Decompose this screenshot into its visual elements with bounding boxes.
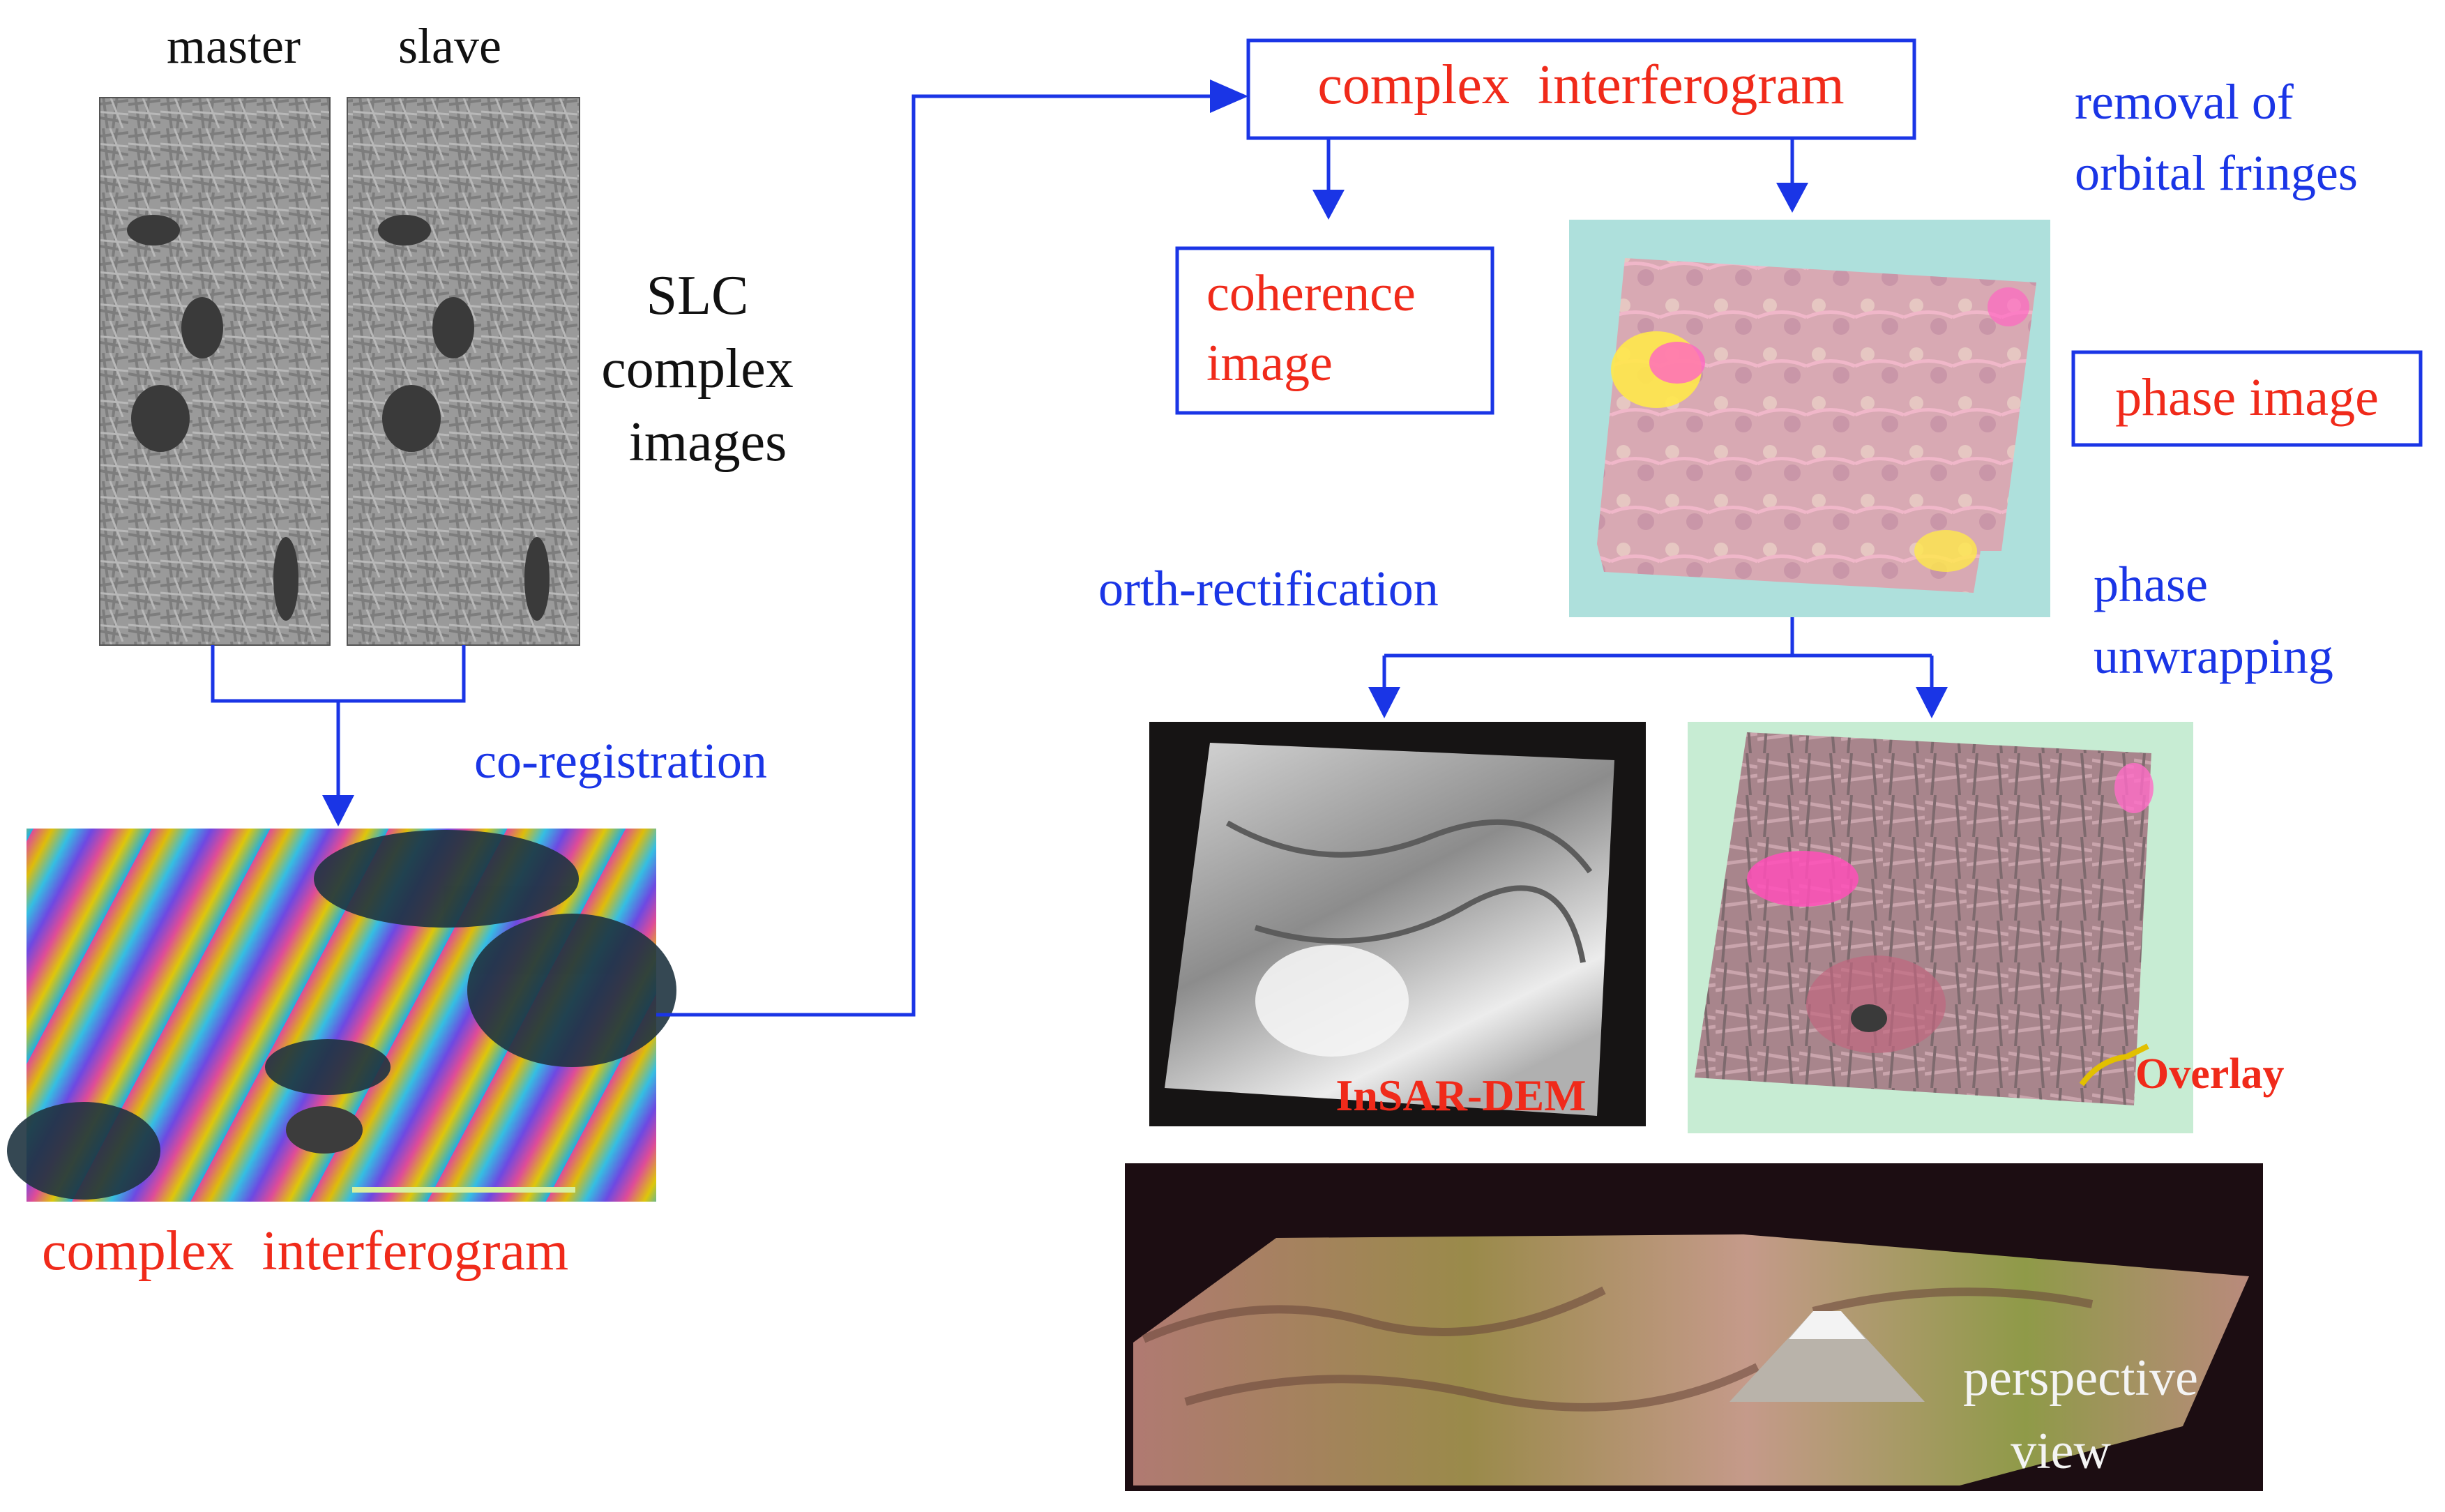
phase-image-label: phase image: [2115, 368, 2379, 427]
interferogram-box: [1246, 38, 1916, 140]
phase-image-fringe-highlights: [1611, 287, 2029, 572]
perspective-view-terrain: [1133, 1234, 2249, 1485]
perspective-label-line2: view: [2011, 1423, 2111, 1480]
interferogram-bottom-label: complex interferogram: [42, 1220, 568, 1282]
perspective-label-line1: perspective: [1963, 1350, 2198, 1407]
coregistration-label: co-registration: [474, 733, 767, 789]
coherence-box: [1175, 246, 1494, 415]
removal-label-line2: orbital fringes: [2075, 145, 2358, 201]
sar-dark-features: [127, 215, 550, 621]
insar-dem-bright-area: [1255, 945, 1409, 1057]
insar-dem-label: InSAR-DEM: [1335, 1071, 1586, 1120]
arrowhead-to-overlay: [1916, 687, 1948, 718]
phase-image-picture: [1597, 258, 2036, 593]
slc-label-line3: images: [629, 411, 787, 473]
flow-arrowhead-to-interferogram-box: [1210, 80, 1248, 113]
flow-line-to-interferogram-box: [656, 94, 1210, 1017]
perspective-view-volcano: [1729, 1311, 1925, 1402]
removal-label-line1: removal of: [2075, 74, 2294, 130]
overlay-image: [1695, 732, 2151, 1105]
arrowhead-to-coherence: [1312, 190, 1345, 220]
interferogram-box-label: complex interferogram: [1317, 54, 1844, 116]
arrowhead-to-phase: [1776, 183, 1808, 213]
phase-unwrapping-label-line1: phase: [2094, 557, 2208, 612]
perspective-view-snowcap: [1789, 1311, 1865, 1339]
orth-rectification-label: orth-rectification: [1098, 561, 1439, 617]
interferogram-volcano: [286, 1106, 363, 1154]
perspective-view-ridges: [1142, 1286, 2094, 1412]
slave-label: slave: [398, 18, 501, 74]
overlay-coastline: [2079, 1043, 2149, 1087]
coherence-label-line2: image: [1206, 335, 1333, 392]
overlay-label: Overlay: [2135, 1050, 2285, 1098]
interferogram-dark-areas: [7, 830, 676, 1200]
split-connector: [1382, 617, 1934, 687]
phase-image-box: [2071, 350, 2423, 447]
arrowhead-to-dem: [1368, 687, 1400, 718]
coregistration-arrowhead: [322, 795, 354, 826]
coregistration-bracket: [211, 645, 466, 795]
interferogram-scale-bar: [352, 1187, 575, 1193]
insar-dem-ridges: [1226, 819, 1593, 963]
insar-dem-image: [1165, 743, 1614, 1116]
overlay-fringe-highlights: [1747, 763, 2153, 1053]
slc-label-line1: SLC: [646, 265, 749, 326]
phase-unwrapping-label-line2: unwrapping: [2094, 628, 2333, 684]
master-label: master: [167, 18, 301, 74]
coherence-label-line1: coherence: [1206, 265, 1416, 322]
slc-label-line2: complex: [601, 338, 793, 400]
